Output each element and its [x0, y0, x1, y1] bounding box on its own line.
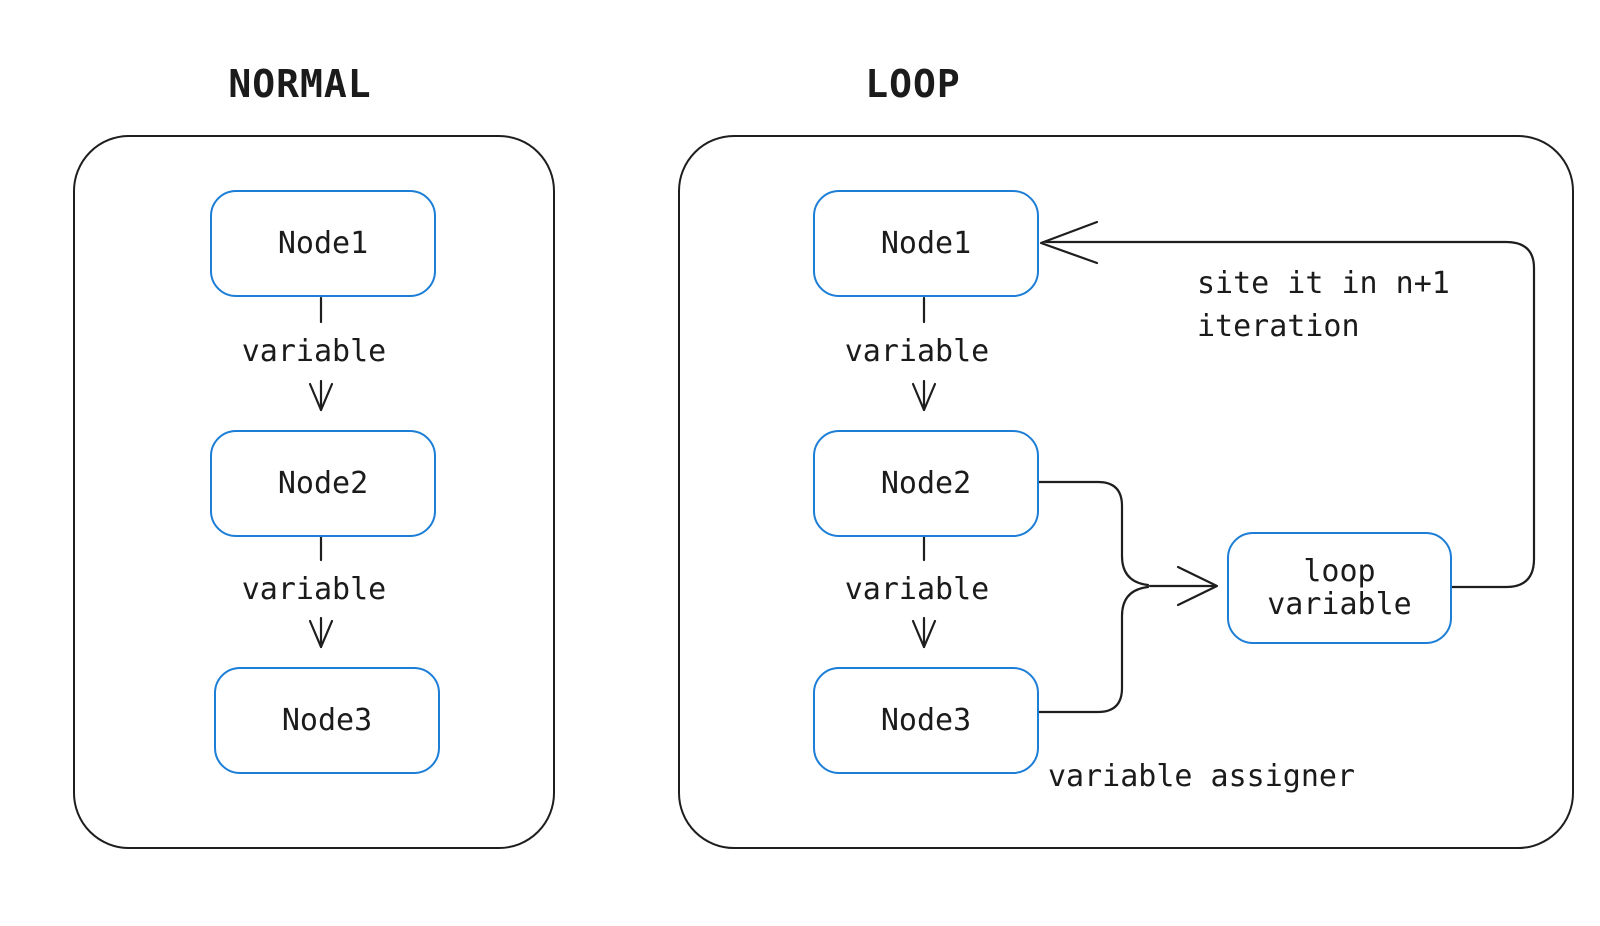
assigner-annotation: variable assigner: [1048, 759, 1356, 794]
loop-edge1-label: variable: [844, 334, 990, 369]
loop-edge2-label: variable: [844, 572, 990, 607]
loop-variable-node[interactable]: loop variable: [1227, 532, 1452, 644]
loop-node2[interactable]: Node2: [813, 430, 1039, 537]
normal-group-container[interactable]: [73, 135, 555, 849]
normal-node2[interactable]: Node2: [210, 430, 436, 537]
loop-node1[interactable]: Node1: [813, 190, 1039, 297]
normal-node3[interactable]: Node3: [214, 667, 440, 774]
normal-edge1-label: variable: [241, 334, 387, 369]
feedback-annotation: site it in n+1 iteration: [1197, 266, 1450, 344]
normal-diagram-title: NORMAL: [228, 62, 372, 106]
normal-edge2-label: variable: [241, 572, 387, 607]
loop-diagram-title: LOOP: [865, 62, 961, 106]
loop-group-container[interactable]: [678, 135, 1574, 849]
normal-node1[interactable]: Node1: [210, 190, 436, 297]
loop-node3[interactable]: Node3: [813, 667, 1039, 774]
